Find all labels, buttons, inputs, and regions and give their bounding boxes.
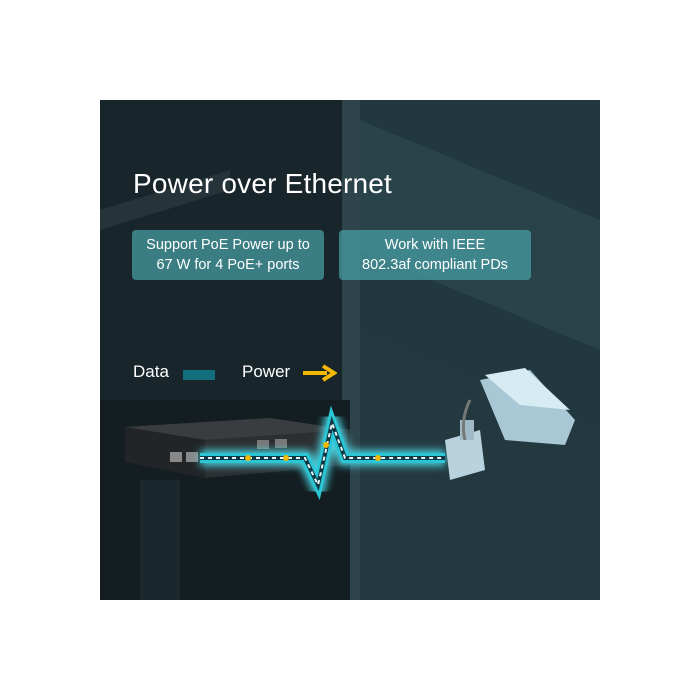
legend-data-label: Data [133,362,169,381]
feature-text-line: Work with IEEE [384,237,486,253]
legend-data-swatch [183,370,215,380]
feature-text-line: 802.3af compliant PDs [362,257,508,273]
legend-power-label: Power [242,362,291,381]
feature-text-line: 67 W for 4 PoE+ ports [156,257,300,273]
feature-box-ieee: Work with IEEE 802.3af compliant PDs [339,230,531,280]
feature-box-poe-power: Support PoE Power up to 67 W for 4 PoE+ … [132,230,324,280]
security-camera [445,368,575,480]
background-illustration [100,100,600,600]
ethernet-cable [200,394,445,510]
arrow-right-icon [303,364,337,382]
feature-text-line: Support PoE Power up to [146,237,310,253]
page-title: Power over Ethernet [133,168,393,199]
poe-illustration: Power over Ethernet Support PoE Power up… [100,100,600,600]
